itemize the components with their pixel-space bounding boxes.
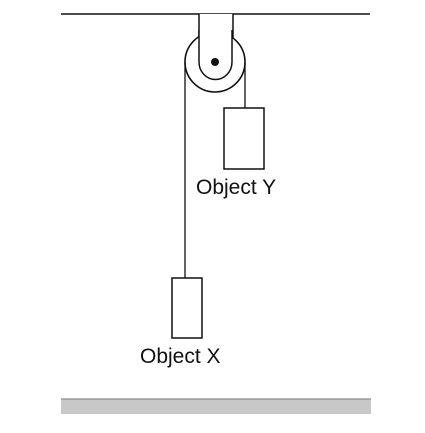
pulley-bracket-front xyxy=(198,30,233,81)
object-y-block xyxy=(223,107,265,170)
floor xyxy=(61,399,371,414)
object-x-label: Object X xyxy=(140,345,221,368)
object-x-block xyxy=(171,277,203,339)
pulley-axle xyxy=(211,58,219,66)
object-y-label: Object Y xyxy=(196,176,276,199)
